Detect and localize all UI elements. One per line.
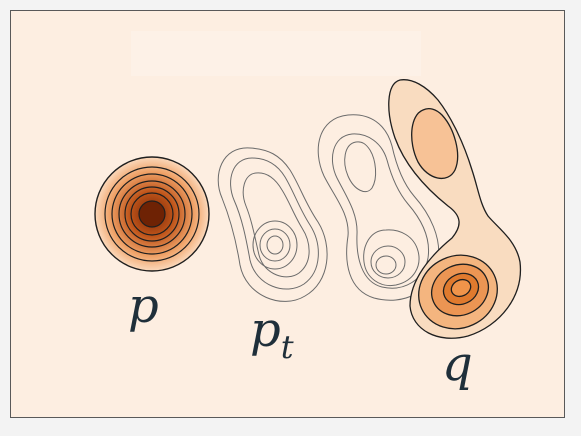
label-q: q [442,336,473,392]
distribution-q [388,79,522,339]
distribution-pt-second [317,114,440,301]
label-pt-subscript: t [281,328,294,366]
distribution-pt-first [217,147,328,302]
distribution-p [94,156,210,272]
background-highlight [131,31,421,76]
label-p: p [128,278,159,334]
label-pt: pt [250,302,294,366]
label-pt-base: p [250,302,281,358]
